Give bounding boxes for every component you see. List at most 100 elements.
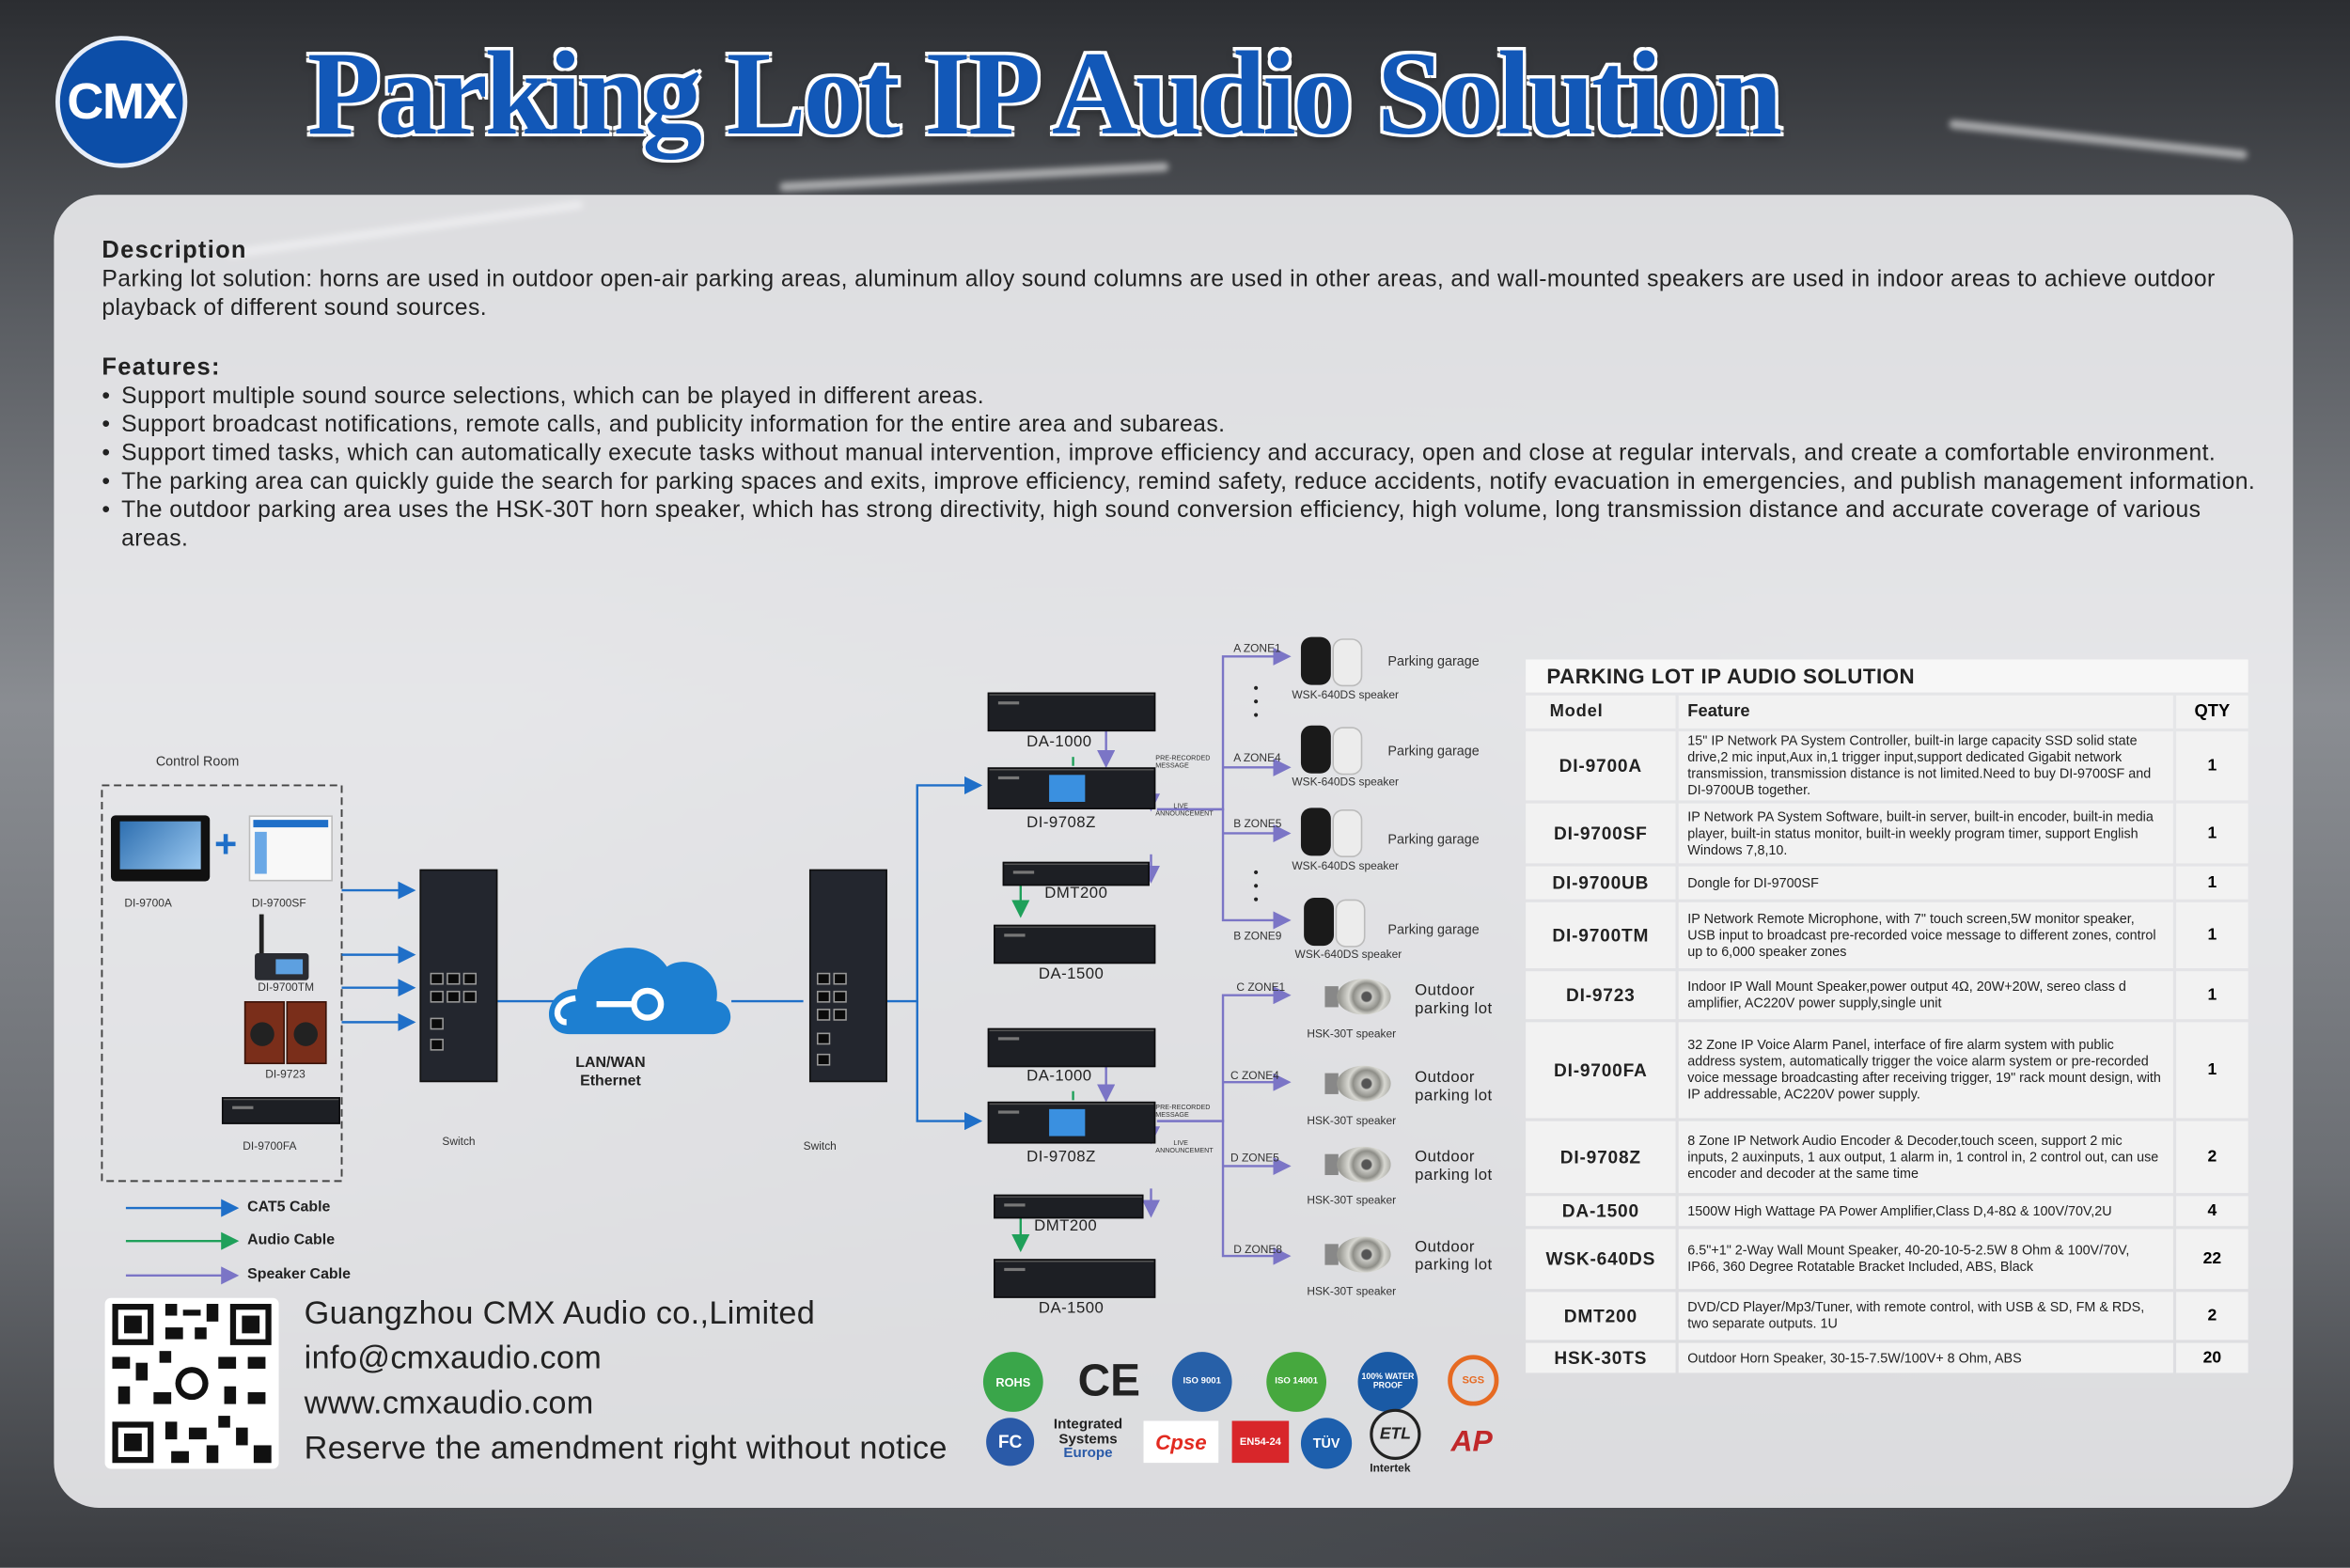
da1500-rack-bottom xyxy=(994,1259,1156,1298)
network-label-line2: Ethernet xyxy=(580,1073,641,1090)
garage-label: Parking garage xyxy=(1387,653,1480,669)
header-model: Model xyxy=(1526,695,1676,729)
di9700a-device xyxy=(110,815,211,882)
wall-speaker-icon xyxy=(1304,898,1367,949)
da1000-label-top: DA-1000 xyxy=(1026,732,1092,751)
zone-label: A ZONE1 xyxy=(1233,641,1281,655)
description-text: Parking lot solution: horns are used in … xyxy=(102,266,2216,321)
horn-speaker-label: HSK-30T speaker xyxy=(1307,1027,1397,1041)
di9708z-rack-bottom xyxy=(987,1101,1156,1144)
header-qty: QTY xyxy=(2176,695,2248,729)
garage-label: Parking garage xyxy=(1387,921,1480,937)
legend-audio: Audio Cable xyxy=(247,1231,336,1249)
zone-label: A ZONE4 xyxy=(1233,750,1281,765)
di9700sf-label: DI-9700SF xyxy=(251,896,306,910)
switch-right xyxy=(808,869,887,1083)
dmt200-label-top: DMT200 xyxy=(1044,884,1108,902)
iso9001-icon: ISO 9001 xyxy=(1171,1352,1232,1412)
feature-item: Support multiple sound source selections… xyxy=(102,383,2260,411)
fc-icon: FC xyxy=(986,1418,1035,1466)
notice-text: Reserve the amendment right without noti… xyxy=(304,1430,948,1466)
zone-label: D ZONE5 xyxy=(1230,1151,1279,1165)
header-feature: Feature xyxy=(1678,695,2173,729)
garage-label: Parking garage xyxy=(1387,743,1480,759)
wall-speaker-icon xyxy=(1300,725,1364,776)
di9700tm-label: DI-9700TM xyxy=(258,980,315,995)
horn-speaker-label: HSK-30T speaker xyxy=(1307,1193,1397,1207)
di9700a-label: DI-9700A xyxy=(124,896,172,910)
table-header: Model Feature QTY xyxy=(1526,695,2248,729)
di9723-label: DI-9723 xyxy=(265,1067,306,1081)
cmx-logo: CMX xyxy=(55,36,188,168)
ap-icon: AP xyxy=(1450,1424,1493,1458)
switch-left xyxy=(419,869,498,1083)
da1000-label-bottom: DA-1000 xyxy=(1026,1067,1092,1086)
legend-cat5: CAT5 Cable xyxy=(247,1199,331,1216)
di9708z-label-top: DI-9708Z xyxy=(1026,813,1096,832)
page-title: Parking Lot IP Audio Solution xyxy=(306,28,1782,161)
horn-speaker-label: HSK-30T speaker xyxy=(1307,1284,1397,1298)
horn-speaker-icon xyxy=(1324,1232,1391,1275)
company-name: Guangzhou CMX Audio co.,Limited xyxy=(304,1294,816,1331)
di9708z-label-bottom: DI-9708Z xyxy=(1026,1148,1096,1167)
da1500-label-top: DA-1500 xyxy=(1038,964,1104,983)
garage-label: Parking garage xyxy=(1387,831,1480,847)
en54-icon: EN54-24 xyxy=(1231,1420,1290,1464)
wall-speaker-icon xyxy=(1300,808,1364,858)
dmt200-rack-bottom xyxy=(994,1194,1144,1219)
solution-table: PARKING LOT IP AUDIO SOLUTION Model Feat… xyxy=(1526,659,2248,1373)
rohs-icon: ROHS xyxy=(982,1352,1043,1412)
da1000-rack-bottom xyxy=(987,1027,1156,1068)
cloud-icon xyxy=(548,948,731,1035)
di9700tm-device xyxy=(255,914,309,980)
di9708z-rack-top xyxy=(987,767,1156,809)
feature-item: Support broadcast notifications, remote … xyxy=(102,411,2260,439)
wall-speaker-label: WSK-640DS speaker xyxy=(1294,947,1402,962)
dmt200-label-bottom: DMT200 xyxy=(1034,1216,1098,1235)
da1500-rack-top xyxy=(994,924,1156,964)
wall-speaker-label: WSK-640DS speaker xyxy=(1292,687,1400,702)
network-label-line1: LAN/WAN xyxy=(575,1055,646,1072)
feature-item: The parking area can quickly guide the s… xyxy=(102,467,2260,495)
ce-icon: CE xyxy=(1077,1356,1141,1406)
wall-speaker-label: WSK-640DS speaker xyxy=(1292,858,1400,872)
da1000-rack-top xyxy=(987,692,1156,732)
control-room-label: Control Room xyxy=(155,753,240,769)
email-link[interactable]: info@cmxaudio.com xyxy=(304,1340,603,1376)
iso14001-icon: ISO 14001 xyxy=(1266,1352,1327,1412)
feature-item: Support timed tasks, which can automatic… xyxy=(102,439,2260,467)
zone-label: B ZONE9 xyxy=(1233,929,1282,943)
horn-speaker-icon xyxy=(1324,974,1391,1016)
description-heading: Description xyxy=(102,238,247,264)
zone-label: C ZONE1 xyxy=(1236,980,1286,995)
tuv-icon: TÜV xyxy=(1300,1418,1353,1469)
website-link[interactable]: www.cmxaudio.com xyxy=(304,1385,594,1421)
da1500-label-bottom: DA-1500 xyxy=(1038,1299,1104,1318)
feature-item: The outdoor parking area uses the HSK-30… xyxy=(102,496,2260,554)
legend-speaker: Speaker Cable xyxy=(247,1266,351,1283)
zone-label: C ZONE4 xyxy=(1230,1068,1279,1083)
wall-speaker-icon xyxy=(1300,636,1364,688)
intertek-label: Intertek xyxy=(1370,1461,1411,1475)
control-room-box xyxy=(101,784,343,1183)
etl-icon: ETL xyxy=(1370,1408,1421,1460)
